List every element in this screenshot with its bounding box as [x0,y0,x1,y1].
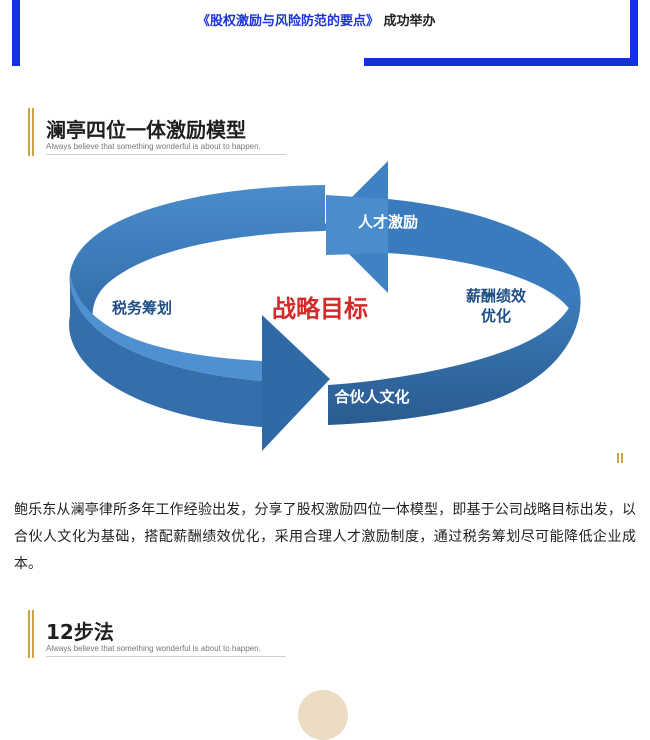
gold-bar-decoration [28,610,34,658]
pay-label-line1: 薪酬绩效 [466,287,527,305]
section-rule [46,154,286,155]
banner-event-title: 《股权激励与风险防范的要点》 [197,14,380,29]
pay-label-line2: 优化 [481,307,511,325]
decorative-circle [298,690,348,740]
talent-arrow-body [326,195,388,255]
four-in-one-model-diagram: 战略目标 人才激励 薪酬绩效 优化 合伙人文化 税务筹划 [0,155,650,455]
right-side-depth [328,283,581,425]
section-subtitle: Always believe that something wonderful … [46,644,261,653]
section-title: 12步法 [46,620,114,644]
section-title: 澜亭四位一体激励模型 [46,118,246,142]
lower-arc-band [69,273,262,427]
partner-label: 合伙人文化 [333,388,409,406]
section-subtitle: Always believe that something wonderful … [46,142,261,151]
model-description: 鲍乐东从澜亭律所多年工作经验出发，分享了股权激励四位一体模型，即基于公司战略目标… [14,502,636,572]
upper-arc-band [69,185,325,331]
gold-bar-decoration [28,108,34,156]
event-banner: 《股权激励与风险防范的要点》 成功举办 [12,0,638,66]
banner-frame-right [630,0,638,66]
banner-frame-bottom [364,58,638,66]
center-label: 战略目标 [272,295,368,323]
cycle-diagram-svg: 战略目标 人才激励 薪酬绩效 优化 合伙人文化 税务筹划 [69,161,581,451]
tax-label: 税务筹划 [112,299,172,317]
banner-caption: 《股权激励与风险防范的要点》 成功举办 [197,10,436,29]
partner-arrowhead [262,315,330,451]
banner-event-suffix: 成功举办 [383,14,436,29]
section-rule [46,656,286,657]
upper-right-band [388,199,581,317]
gold-corner-mark [617,453,623,463]
banner-frame-left [12,0,20,66]
talent-label: 人才激励 [358,213,418,231]
lower-arc-top [69,273,262,381]
